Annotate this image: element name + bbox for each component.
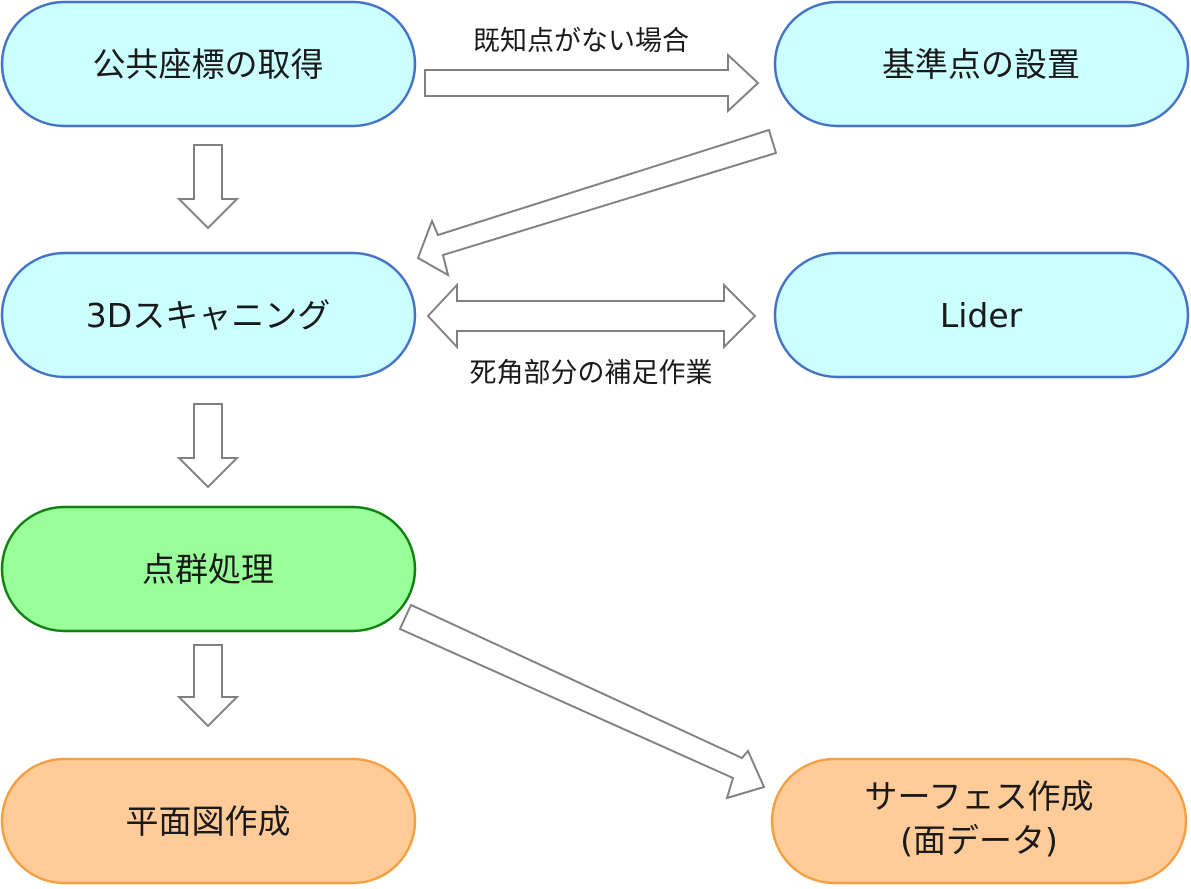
node-point-cloud-label: 点群処理 (142, 550, 274, 589)
arrow-down-point-cloud-to-floor-plan (176, 644, 240, 728)
edge-label-blind-spot: 死角部分の補足作業 (470, 358, 713, 389)
node-benchmark-label: 基準点の設置 (882, 45, 1080, 84)
node-lider-label: Lider (940, 296, 1023, 335)
arrow-double-scanning-lider (426, 282, 757, 350)
node-scanning: 3Dスキャニング (0, 251, 417, 379)
arrow-right-coords-to-benchmark (424, 52, 760, 114)
node-surface-label-line2: (面データ) (900, 821, 1058, 860)
node-surface: サーフェス作成 (面データ) (770, 757, 1188, 885)
node-benchmark: 基準点の設置 (773, 0, 1190, 128)
node-point-cloud: 点群処理 (0, 505, 417, 633)
node-floor-plan-label: 平面図作成 (126, 802, 291, 841)
node-public-coords-label: 公共座標の取得 (93, 45, 324, 84)
arrow-diagonal-point-cloud-to-surface (398, 603, 766, 800)
node-floor-plan: 平面図作成 (0, 757, 417, 885)
edge-label-no-known-point: 既知点がない場合 (473, 26, 689, 57)
node-lider: Lider (773, 251, 1190, 379)
node-public-coords: 公共座標の取得 (0, 0, 417, 128)
arrow-down-scanning-to-point-cloud (176, 403, 240, 489)
node-surface-label-line1: サーフェス作成 (864, 777, 1093, 816)
arrow-diagonal-benchmark-to-scanning (416, 128, 778, 278)
arrow-down-coords-to-scanning (176, 144, 240, 230)
node-scanning-label: 3Dスキャニング (86, 296, 330, 335)
